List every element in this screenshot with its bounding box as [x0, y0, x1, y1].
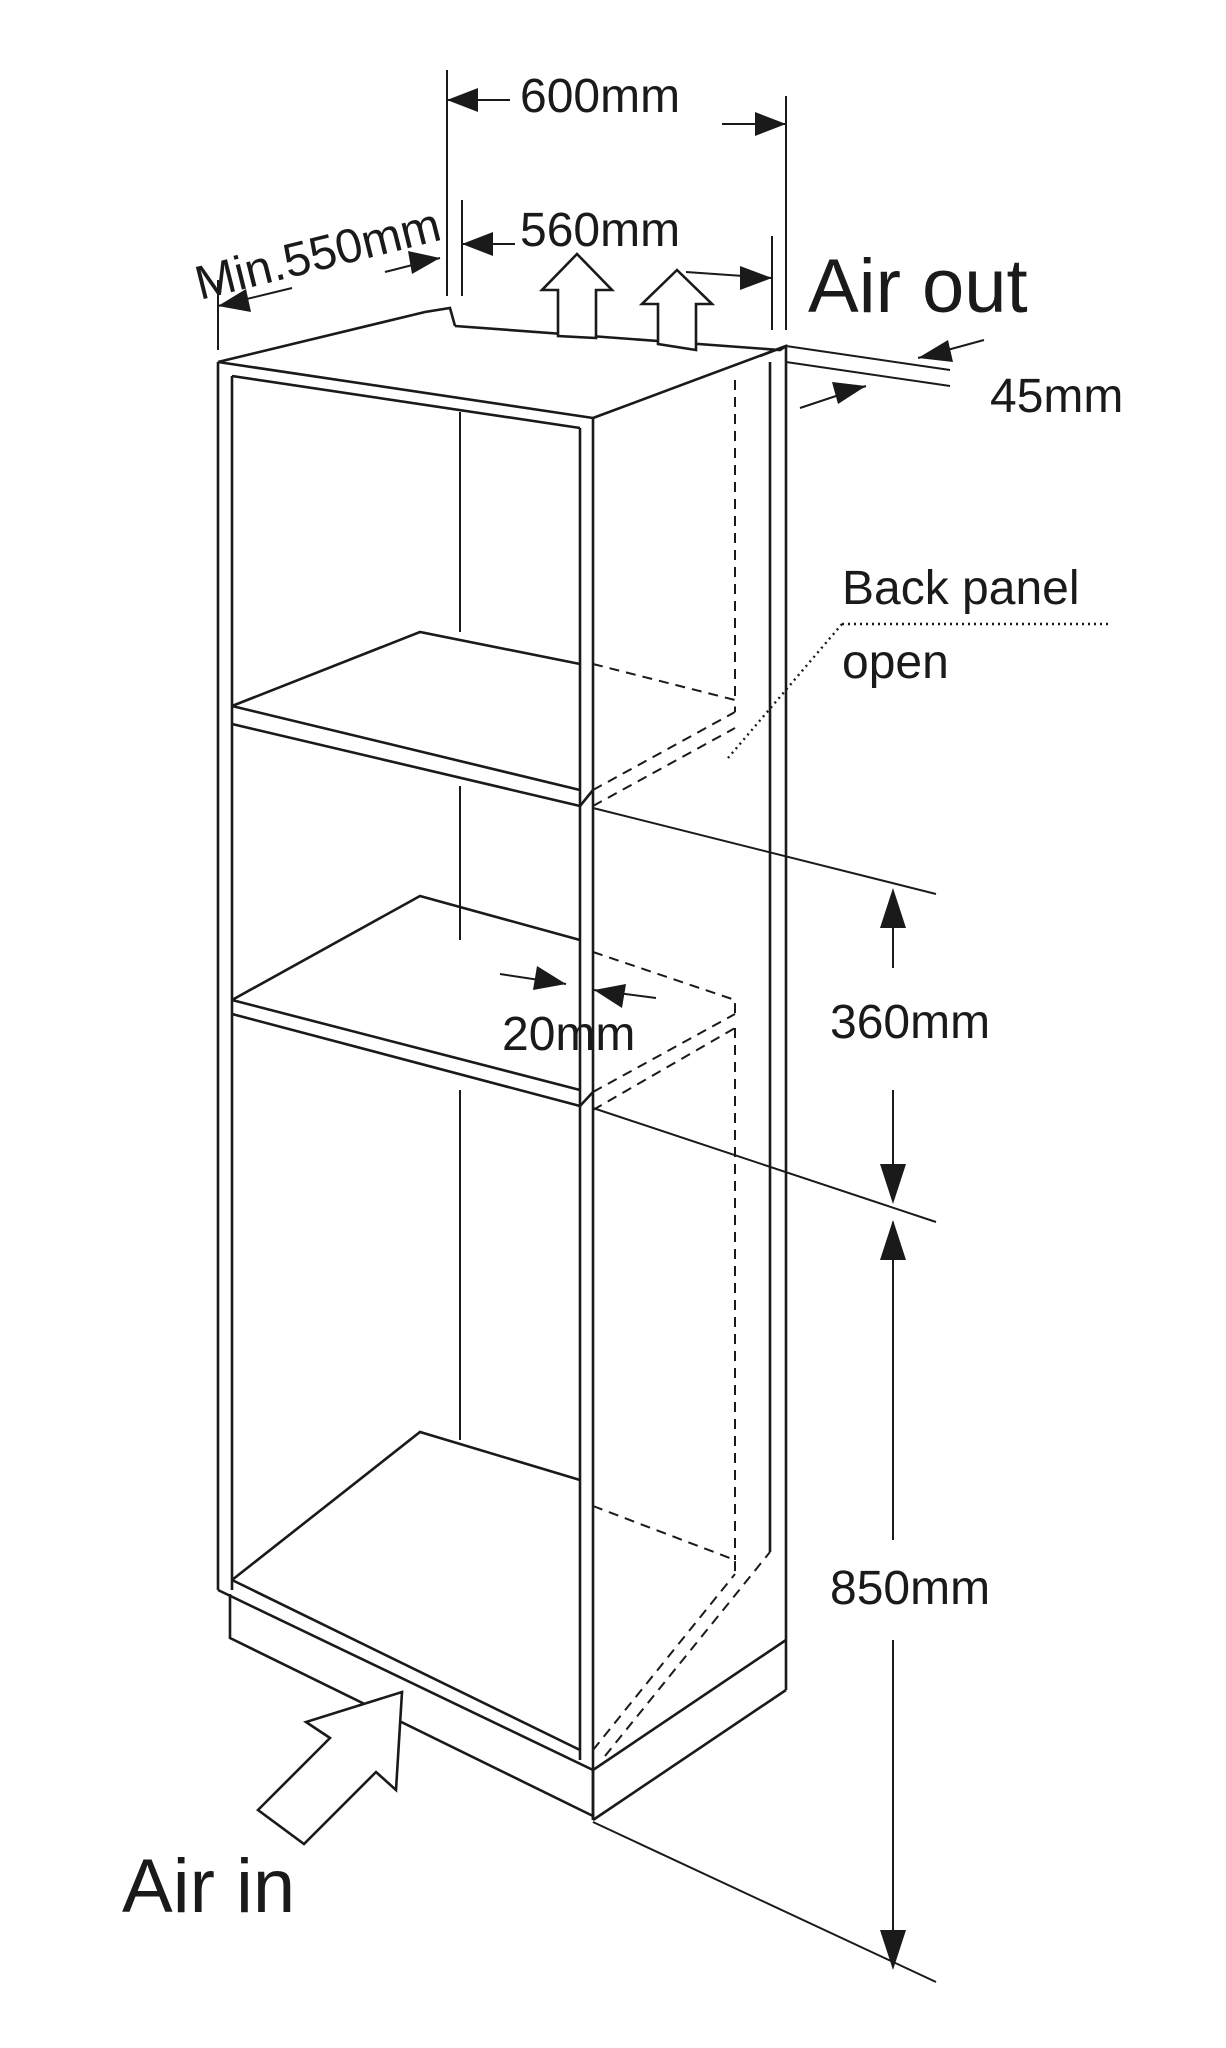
back-panel-label-line2: open — [842, 636, 949, 689]
width-dimension-560 — [461, 200, 773, 330]
cabinet-outline — [216, 306, 788, 1820]
depth-min-label: Min.550mm — [190, 199, 446, 311]
back-panel-callout — [727, 622, 1110, 759]
oven-height-label: 360mm — [830, 996, 990, 1049]
air-out-label: Air out — [808, 244, 1028, 329]
vent-gap-label: 45mm — [990, 370, 1123, 423]
width-inner-label: 560mm — [520, 204, 680, 257]
up-arrow-icon — [638, 268, 716, 352]
oven-height-dimension — [592, 807, 937, 1223]
base-height-dimension — [592, 1220, 937, 1983]
lower-shelf — [231, 894, 736, 1111]
shelf-gap-dimension — [499, 966, 657, 1008]
cabinet-bottom — [217, 1028, 788, 1822]
depth-dimension-550 — [217, 251, 441, 350]
vent-gap-dimension — [785, 339, 985, 409]
width-dimension-600 — [446, 70, 787, 330]
up-arrow-icon — [538, 252, 616, 340]
back-panel-label-line1: Back panel — [842, 562, 1080, 615]
width-overall-label: 600mm — [520, 70, 680, 123]
air-in-label: Air in — [122, 1844, 295, 1929]
diagonal-arrow-icon — [256, 1690, 404, 1846]
shelf-gap-label: 20mm — [502, 1008, 635, 1061]
upper-shelf — [231, 380, 736, 808]
base-height-label: 850mm — [830, 1562, 990, 1615]
